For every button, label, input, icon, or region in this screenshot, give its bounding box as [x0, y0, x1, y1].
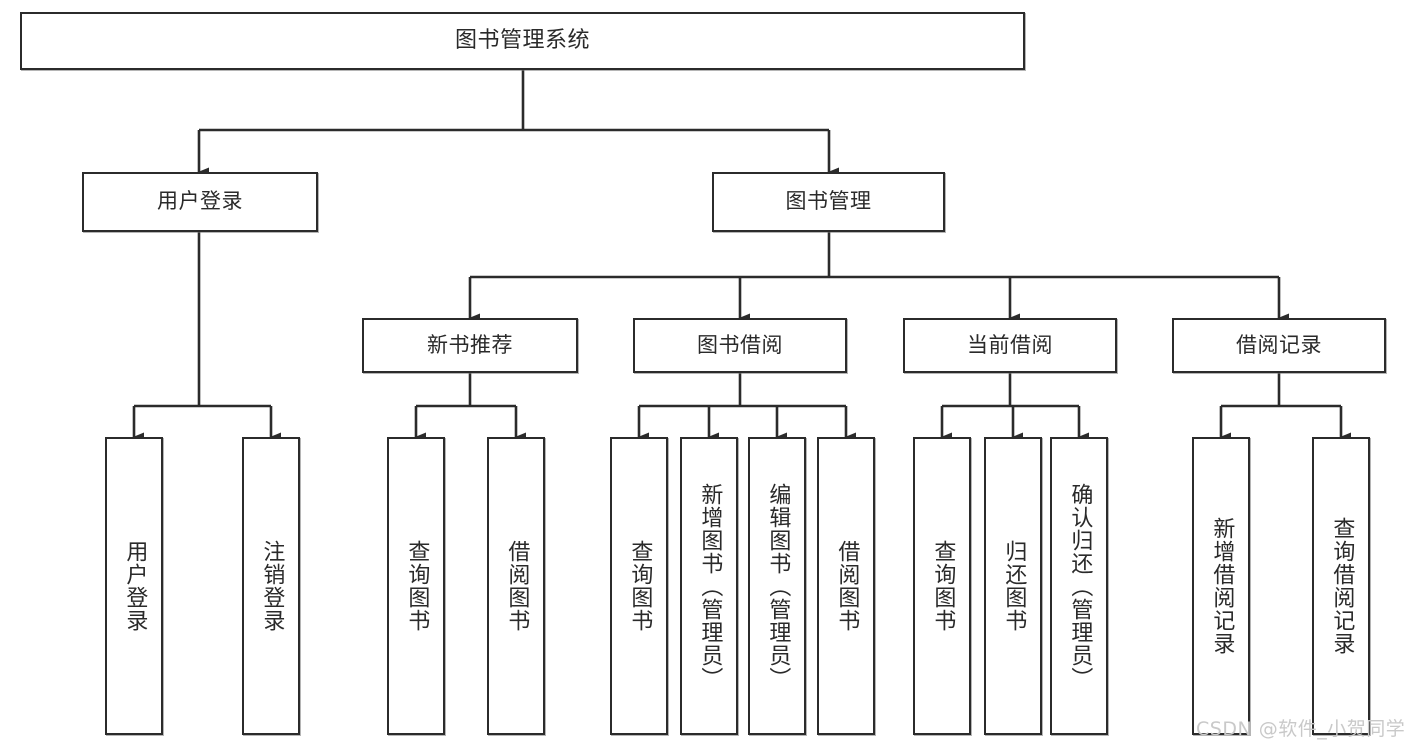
node-leaf-3[interactable]: 借阅图书: [487, 437, 545, 735]
node-leaf-10[interactable]: 确认归还（管理员）: [1050, 437, 1108, 735]
node-level2-0[interactable]: 新书推荐: [362, 318, 578, 373]
node-leaf-6[interactable]: 编辑图书（管理员）: [748, 437, 806, 735]
node-leaf-7[interactable]: 借阅图书: [817, 437, 875, 735]
csdn-watermark: CSDN @软件_小贺同学: [1196, 718, 1405, 740]
node-label: 用户登录: [122, 540, 148, 632]
node-level1-1[interactable]: 图书管理: [712, 172, 945, 232]
node-level1-0[interactable]: 用户登录: [82, 172, 318, 232]
node-label: 用户登录: [157, 189, 243, 214]
node-level2-2[interactable]: 当前借阅: [903, 318, 1117, 373]
node-label: 新增图书（管理员）: [697, 482, 723, 690]
node-label: 注销登录: [259, 540, 285, 632]
node-leaf-12[interactable]: 查询借阅记录: [1312, 437, 1370, 735]
node-leaf-1[interactable]: 注销登录: [242, 437, 300, 735]
node-level2-3[interactable]: 借阅记录: [1172, 318, 1386, 373]
node-leaf-5[interactable]: 新增图书（管理员）: [680, 437, 738, 735]
node-label: 确认归还（管理员）: [1067, 482, 1093, 690]
node-root[interactable]: 图书管理系统: [20, 12, 1025, 70]
node-label: 图书借阅: [697, 332, 783, 357]
node-leaf-11[interactable]: 新增借阅记录: [1192, 437, 1250, 735]
node-leaf-4[interactable]: 查询图书: [610, 437, 668, 735]
node-label: 查询图书: [930, 540, 956, 632]
node-level2-1[interactable]: 图书借阅: [633, 318, 847, 373]
node-label: 图书管理系统: [454, 27, 590, 53]
node-leaf-2[interactable]: 查询图书: [387, 437, 445, 735]
node-leaf-0[interactable]: 用户登录: [105, 437, 163, 735]
node-leaf-9[interactable]: 归还图书: [984, 437, 1042, 735]
node-label: 借阅图书: [504, 540, 530, 632]
node-label: 图书管理: [785, 189, 872, 214]
node-label: 新书推荐: [427, 332, 513, 357]
node-label: 借阅图书: [834, 540, 860, 632]
node-label: 查询图书: [627, 540, 653, 632]
node-label: 编辑图书（管理员）: [765, 482, 791, 690]
node-label: 借阅记录: [1236, 332, 1322, 357]
node-label: 归还图书: [1001, 540, 1027, 632]
node-leaf-8[interactable]: 查询图书: [913, 437, 971, 735]
node-label: 当前借阅: [967, 332, 1053, 357]
node-label: 查询借阅记录: [1329, 517, 1355, 655]
node-label: 新增借阅记录: [1209, 517, 1235, 655]
node-label: 查询图书: [404, 540, 430, 632]
